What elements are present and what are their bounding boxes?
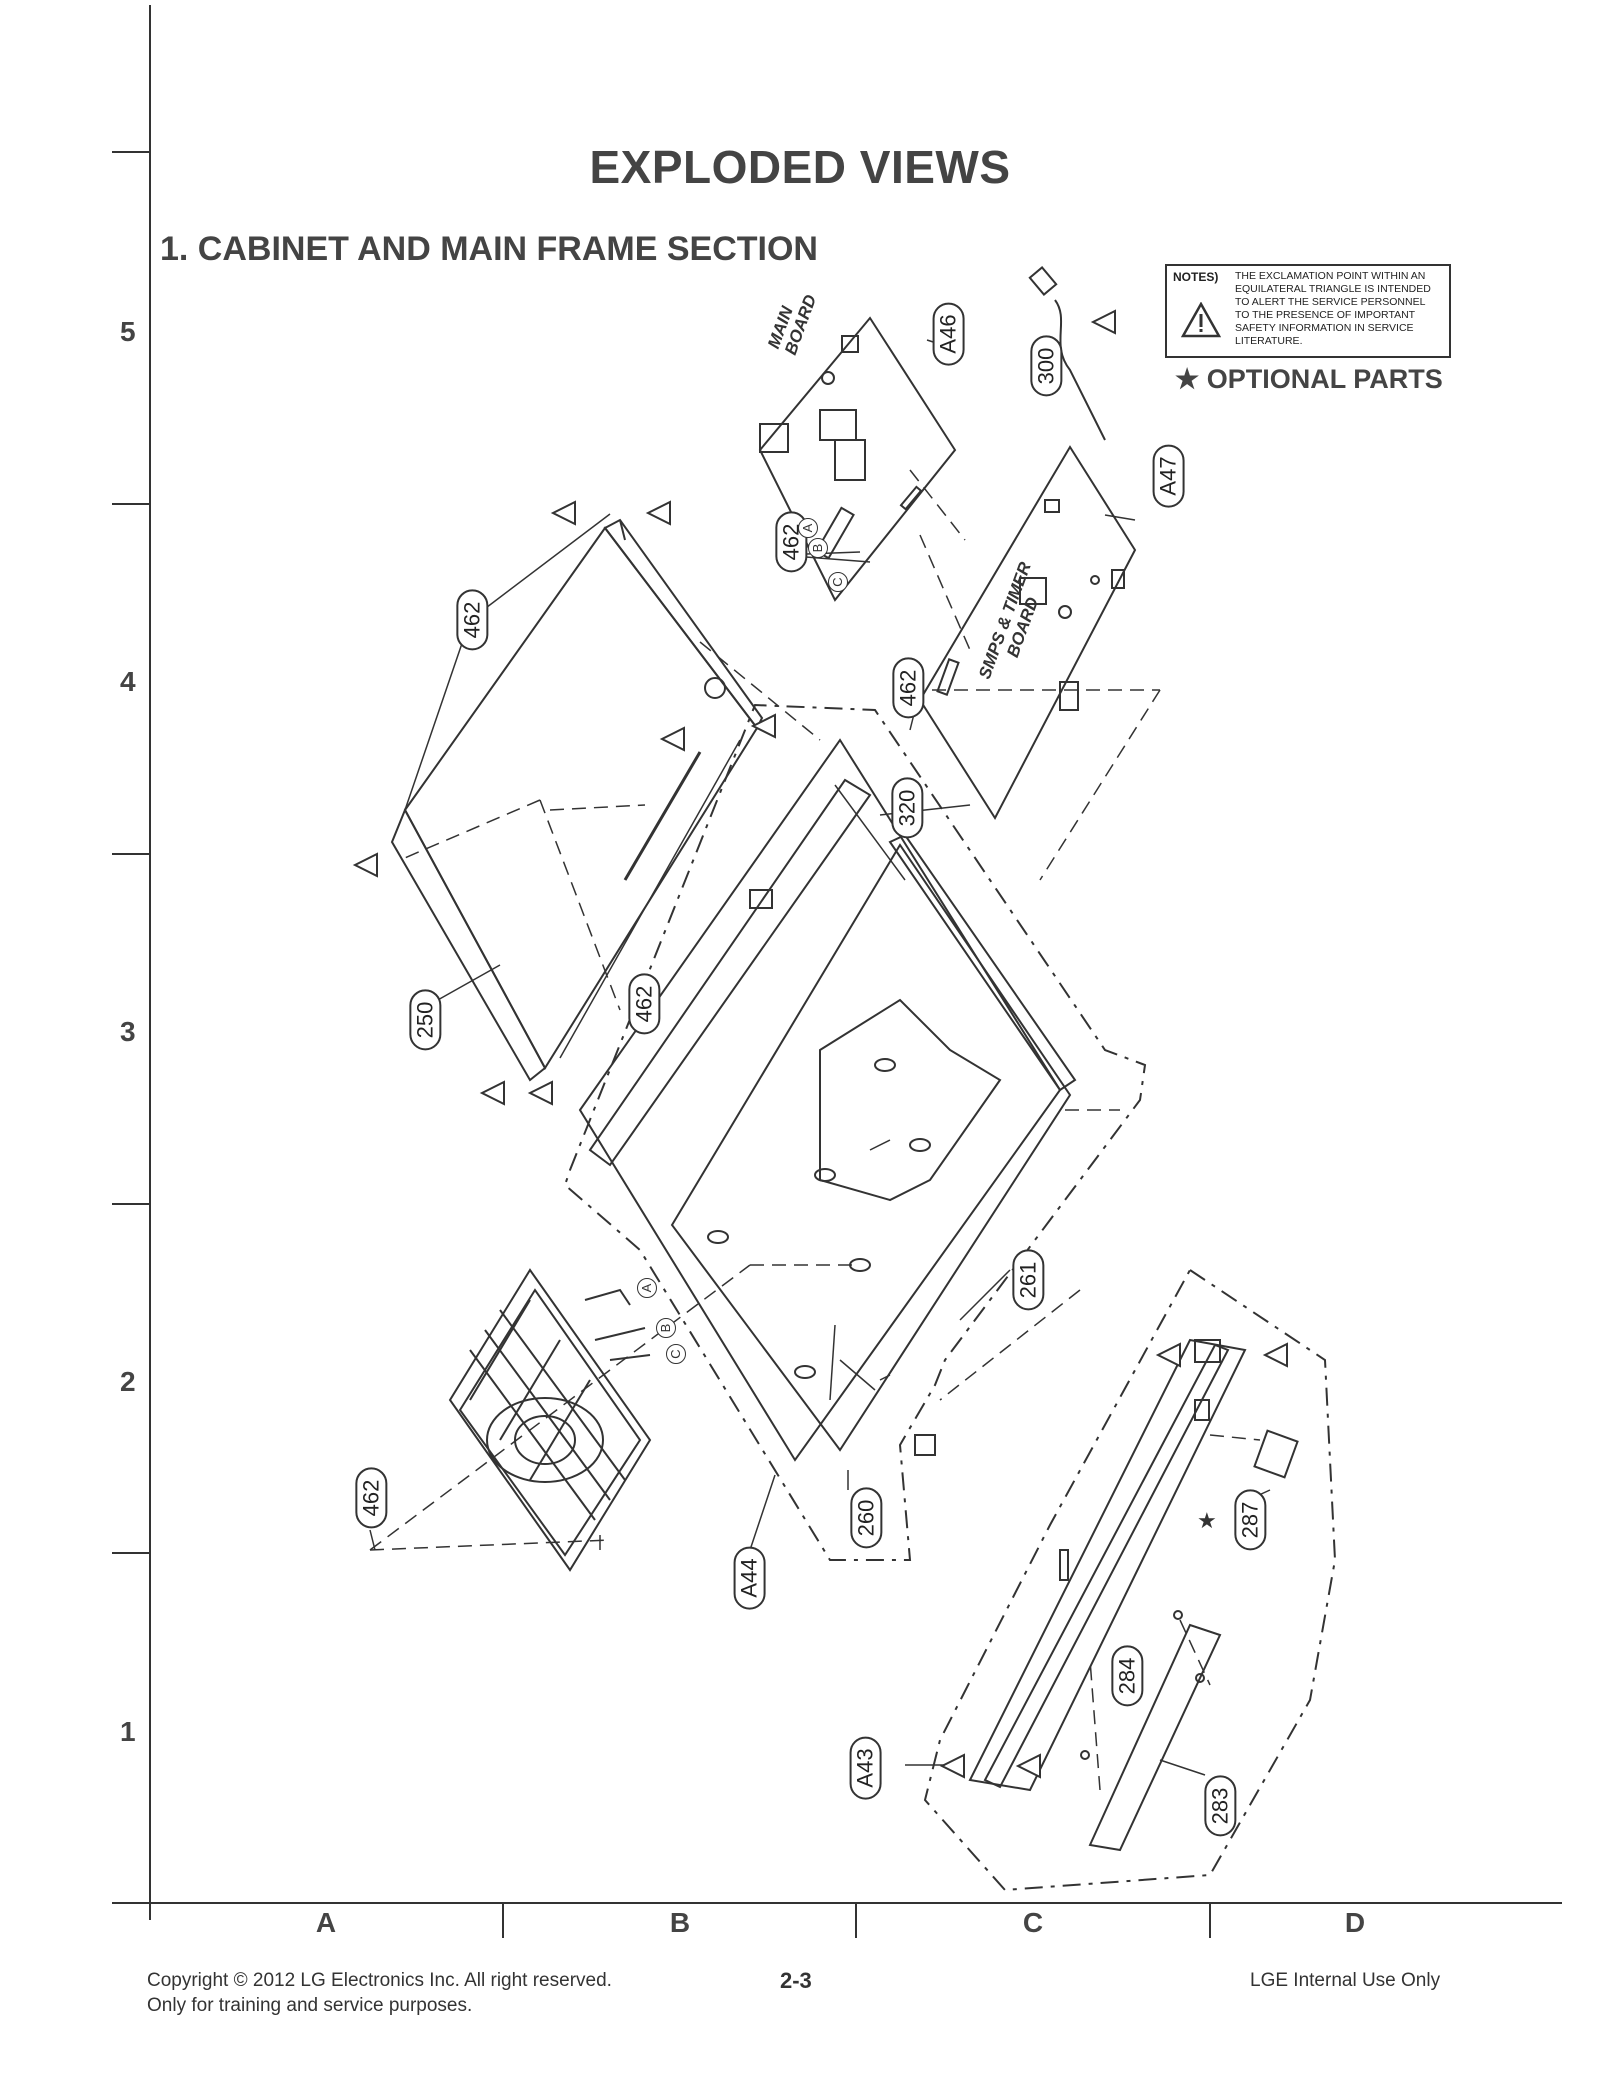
row-label-2: 2 (120, 1366, 136, 1397)
part-label-a47: A47 (1152, 444, 1185, 508)
connector-b-fan: B (656, 1318, 676, 1338)
frame-group-boundary (563, 703, 1147, 1561)
part-label-283: 283 (1204, 1775, 1237, 1837)
fan-assembly-part (448, 1268, 652, 1572)
part-label-261: 261 (1012, 1249, 1045, 1311)
smps-timer-board-part (918, 445, 1137, 820)
part-label-462-smps: 462 (892, 657, 925, 719)
column-label-c: C (1022, 1907, 1044, 1938)
front-panel-group-boundary (923, 1268, 1337, 1892)
connector-c-main: C (828, 572, 848, 592)
page-number: 2-3 (780, 1968, 812, 1993)
section-title: 1. CABINET AND MAIN FRAME SECTION (160, 230, 818, 268)
row-label-3: 3 (120, 1016, 136, 1047)
part-label-300: 300 (1030, 335, 1063, 397)
notes-label: NOTES) (1173, 270, 1219, 284)
column-label-d: D (1344, 1907, 1366, 1938)
connector-a-fan: A (637, 1278, 657, 1298)
connector-b-main: B (808, 538, 828, 558)
footer-purpose: Only for training and service purposes. (147, 1995, 473, 2016)
part-label-462-fan: 462 (355, 1467, 388, 1529)
footer-copyright-block: Copyright © 2012 LG Electronics Inc. All… (147, 1968, 612, 2018)
top-cover-part (390, 518, 764, 1082)
warning-icon (1181, 302, 1221, 338)
part-label-a46: A46 (932, 302, 965, 366)
part-label-250: 250 (409, 989, 442, 1051)
part-label-462-top: 462 (456, 589, 489, 651)
footer-internal-use: LGE Internal Use Only (1250, 1970, 1441, 1991)
notes-text: THE EXCLAMATION POINT WITHIN AN EQUILATE… (1235, 270, 1431, 347)
part-label-462-frame: 462 (628, 973, 661, 1035)
safety-notes-box: NOTES) THE EXCLAMATION POINT WITHIN AN E… (1165, 264, 1451, 358)
part-label-a44: A44 (733, 1546, 766, 1610)
optional-parts-legend: ★ OPTIONAL PARTS (1175, 364, 1443, 394)
part-label-a43: A43 (849, 1736, 882, 1800)
part-label-287: 287 (1234, 1489, 1267, 1551)
part-label-260: 260 (850, 1487, 883, 1549)
column-label-b: B (669, 1907, 691, 1938)
power-cord-part (1028, 266, 1106, 441)
column-label-a: A (315, 1907, 337, 1938)
row-label-4: 4 (120, 666, 136, 697)
safety-triangles (352, 309, 1288, 1779)
optional-star-icon: ★ (1197, 1508, 1217, 1533)
connector-a-main: A (798, 518, 818, 538)
part-label-284: 284 (1111, 1645, 1144, 1707)
footer-copyright: Copyright © 2012 LG Electronics Inc. All… (147, 1970, 612, 1991)
page-title: EXPLODED VIEWS (589, 141, 1011, 193)
front-panel-part (968, 1338, 1299, 1852)
row-label-5: 5 (120, 316, 136, 347)
part-label-320: 320 (891, 777, 924, 839)
main-frame-part (578, 738, 1077, 1462)
row-label-1: 1 (120, 1716, 136, 1747)
connector-c-fan: C (666, 1344, 686, 1364)
